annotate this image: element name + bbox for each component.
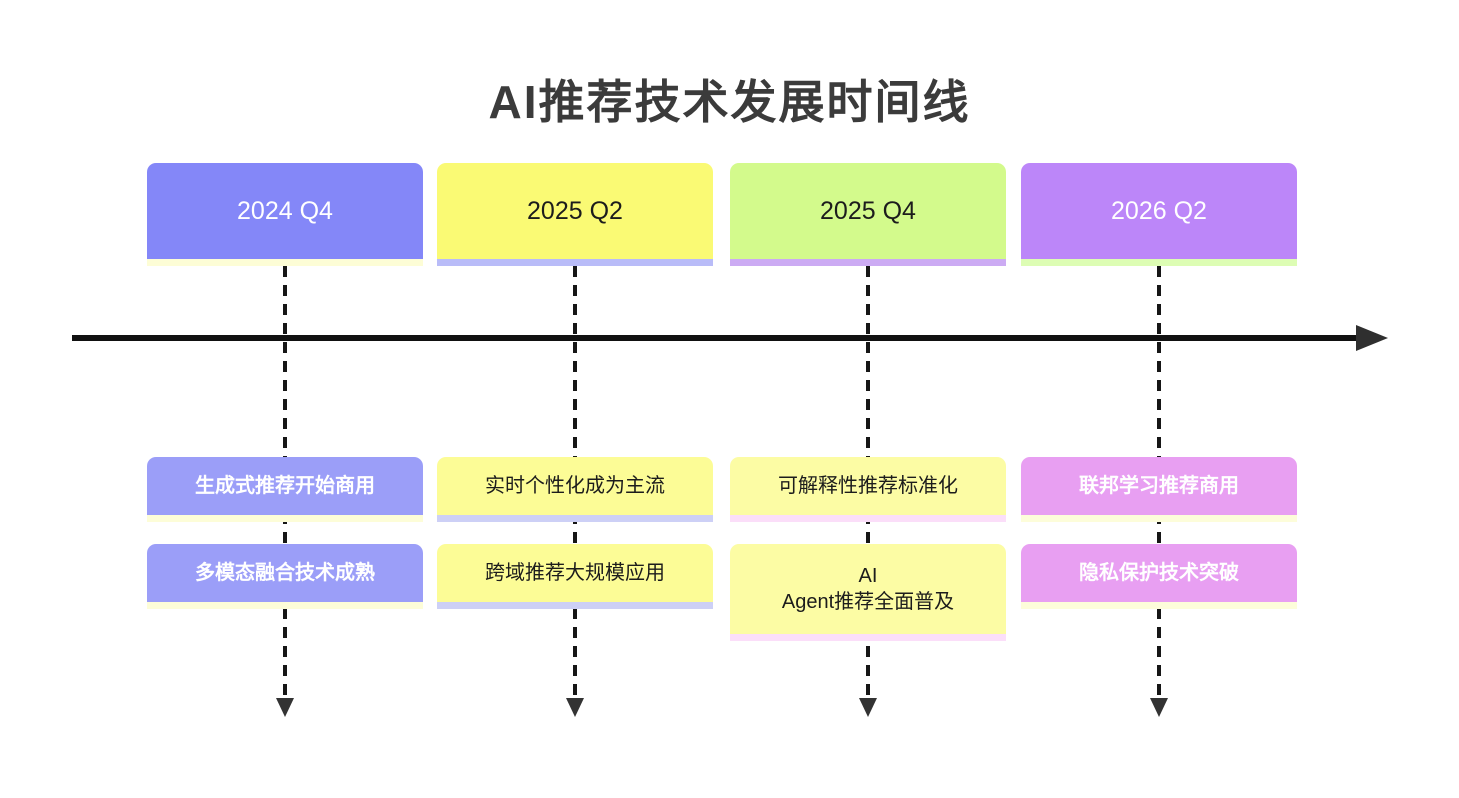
timeline-axis: [72, 335, 1360, 341]
milestone-item: AI Agent推荐全面普及: [730, 544, 1006, 641]
period-header: 2025 Q2: [437, 163, 713, 266]
item-accent-strip: [1021, 515, 1297, 522]
milestone-label: 可解释性推荐标准化: [778, 475, 958, 497]
milestone-label: 实时个性化成为主流: [485, 475, 665, 497]
milestone-item: 隐私保护技术突破: [1021, 544, 1297, 609]
milestone-label: 隐私保护技术突破: [1079, 562, 1239, 584]
header-accent-strip: [147, 259, 423, 266]
milestone-item: 生成式推荐开始商用: [147, 457, 423, 522]
item-accent-strip: [1021, 602, 1297, 609]
down-arrowhead-icon: [1150, 698, 1168, 717]
down-arrowhead-icon: [859, 698, 877, 717]
item-accent-strip: [147, 515, 423, 522]
timeline-column-2024-q4: 2024 Q4 生成式推荐开始商用 多模态融合技术成熟: [147, 163, 423, 723]
period-header: 2026 Q2: [1021, 163, 1297, 266]
period-label: 2026 Q2: [1111, 196, 1207, 225]
timeline-column-2025-q4: 2025 Q4 可解释性推荐标准化 AI Agent推荐全面普及: [730, 163, 1006, 723]
milestone-item: 多模态融合技术成熟: [147, 544, 423, 609]
milestone-label: 多模态融合技术成熟: [195, 562, 375, 584]
header-accent-strip: [730, 259, 1006, 266]
item-accent-strip: [147, 602, 423, 609]
timeline-column-2026-q2: 2026 Q2 联邦学习推荐商用 隐私保护技术突破: [1021, 163, 1297, 723]
milestone-item: 联邦学习推荐商用: [1021, 457, 1297, 522]
period-header: 2024 Q4: [147, 163, 423, 266]
milestone-item: 跨域推荐大规模应用: [437, 544, 713, 609]
period-label: 2025 Q4: [820, 196, 916, 225]
milestone-label: 跨域推荐大规模应用: [485, 562, 665, 584]
item-accent-strip: [437, 515, 713, 522]
period-label: 2025 Q2: [527, 196, 623, 225]
axis-arrowhead-icon: [1356, 325, 1388, 351]
milestone-label: 生成式推荐开始商用: [195, 475, 375, 497]
item-accent-strip: [437, 602, 713, 609]
header-accent-strip: [1021, 259, 1297, 266]
page-title: AI推荐技术发展时间线: [488, 76, 971, 128]
item-accent-strip: [730, 634, 1006, 641]
milestone-label: AI Agent推荐全面普及: [781, 565, 955, 613]
period-header: 2025 Q4: [730, 163, 1006, 266]
milestone-label: 联邦学习推荐商用: [1079, 475, 1239, 497]
timeline-column-2025-q2: 2025 Q2 实时个性化成为主流 跨域推荐大规模应用: [437, 163, 713, 723]
item-accent-strip: [730, 515, 1006, 522]
header-accent-strip: [437, 259, 713, 266]
period-label: 2024 Q4: [237, 196, 333, 225]
down-arrowhead-icon: [276, 698, 294, 717]
milestone-item: 实时个性化成为主流: [437, 457, 713, 522]
milestone-item: 可解释性推荐标准化: [730, 457, 1006, 522]
down-arrowhead-icon: [566, 698, 584, 717]
